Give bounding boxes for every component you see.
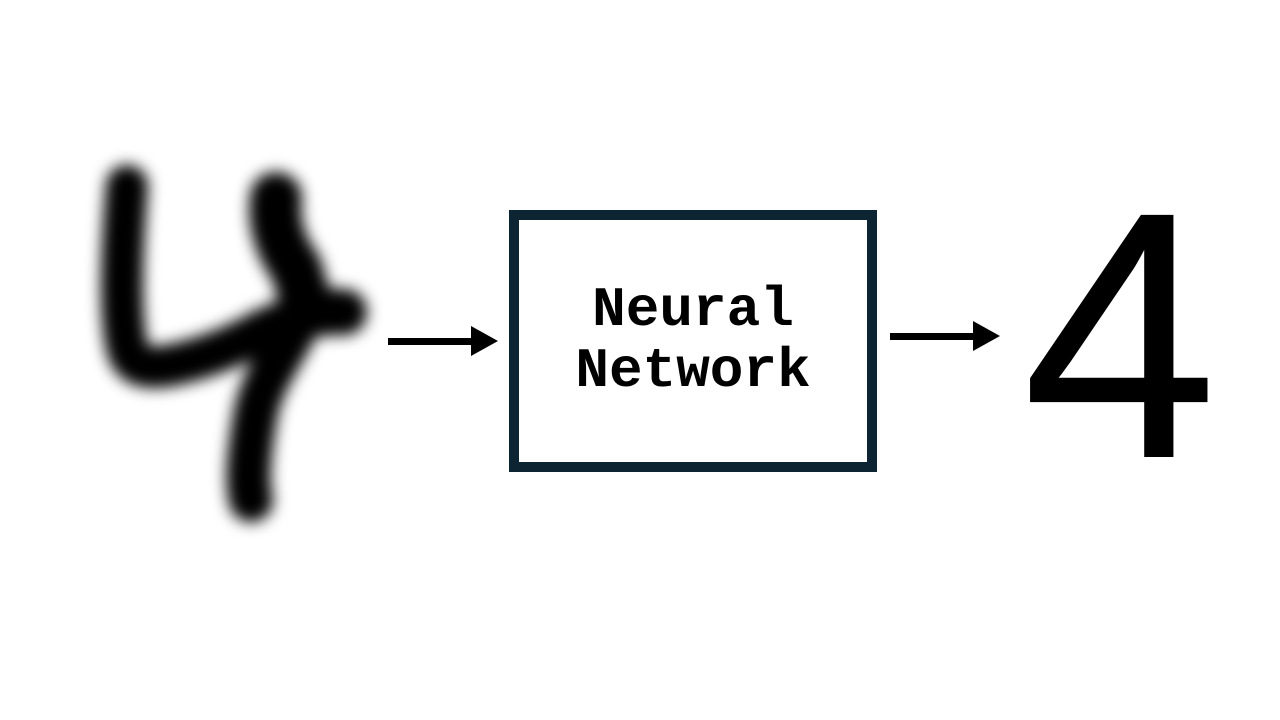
arrow-shaft	[388, 338, 474, 345]
neural-network-box: Neural Network	[509, 210, 877, 472]
arrow-right-icon	[388, 326, 498, 357]
arrow-shaft	[890, 333, 976, 340]
arrow-head	[471, 326, 498, 356]
arrow-head	[973, 321, 1000, 351]
handwritten-digit-4-image	[101, 165, 367, 522]
arrow-right-icon	[890, 321, 1000, 352]
predicted-digit: 4	[1022, 138, 1218, 532]
neural-network-label-line1: Neural	[592, 278, 794, 342]
neural-network-label-line2: Network	[575, 339, 811, 403]
digit-stroke-right-top	[249, 172, 329, 318]
digit-stroke-tail	[226, 299, 321, 522]
